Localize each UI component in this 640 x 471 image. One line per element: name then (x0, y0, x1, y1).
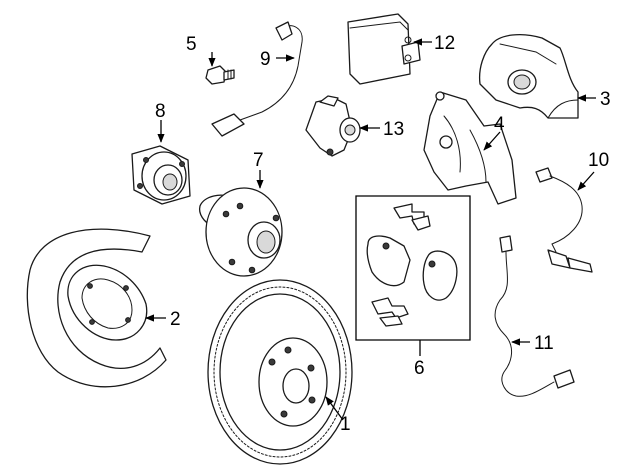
callout-13: 13 (359, 119, 404, 140)
callout-6: 6 (414, 340, 425, 379)
callout-1: 1 (325, 396, 351, 435)
callout-label-3: 3 (600, 89, 611, 110)
brake-wear-sensor[interactable] (211, 21, 303, 137)
brake-rotor[interactable] (207, 279, 353, 465)
control-module[interactable] (347, 13, 421, 85)
callout-label-12: 12 (434, 33, 455, 54)
brake-pad-kit[interactable] (355, 195, 471, 341)
parking-brake-actuator[interactable] (305, 95, 361, 157)
callout-label-9: 9 (260, 49, 271, 70)
callout-label-11: 11 (534, 333, 554, 354)
callout-label-5: 5 (186, 34, 197, 55)
callout-3: 3 (577, 89, 611, 110)
callout-label-2: 2 (170, 309, 181, 330)
bleeder-bolt[interactable] (205, 65, 235, 85)
wheel-hub[interactable] (198, 187, 283, 277)
callout-label-8: 8 (155, 101, 166, 122)
brake-hose[interactable] (535, 167, 593, 273)
wheel-bearing[interactable] (131, 145, 191, 205)
callout-11: 11 (511, 333, 554, 354)
callout-8: 8 (155, 101, 166, 143)
callout-7: 7 (253, 150, 264, 189)
abs-sensor[interactable] (494, 235, 575, 397)
callout-5: 5 (186, 34, 216, 67)
callout-9: 9 (260, 49, 295, 70)
caliper-bracket[interactable] (423, 91, 517, 205)
callout-12: 12 (413, 33, 455, 54)
callout-4: 4 (483, 114, 505, 151)
callout-label-7: 7 (253, 150, 264, 171)
caliper-housing[interactable] (478, 33, 579, 119)
callout-label-10: 10 (588, 150, 609, 171)
callout-2: 2 (145, 309, 181, 330)
callout-label-4: 4 (494, 114, 505, 135)
callout-label-1: 1 (340, 414, 351, 435)
brake-dust-shield[interactable] (26, 228, 167, 388)
callout-label-6: 6 (414, 358, 425, 379)
callout-10: 10 (577, 150, 609, 191)
callout-label-13: 13 (383, 119, 404, 140)
